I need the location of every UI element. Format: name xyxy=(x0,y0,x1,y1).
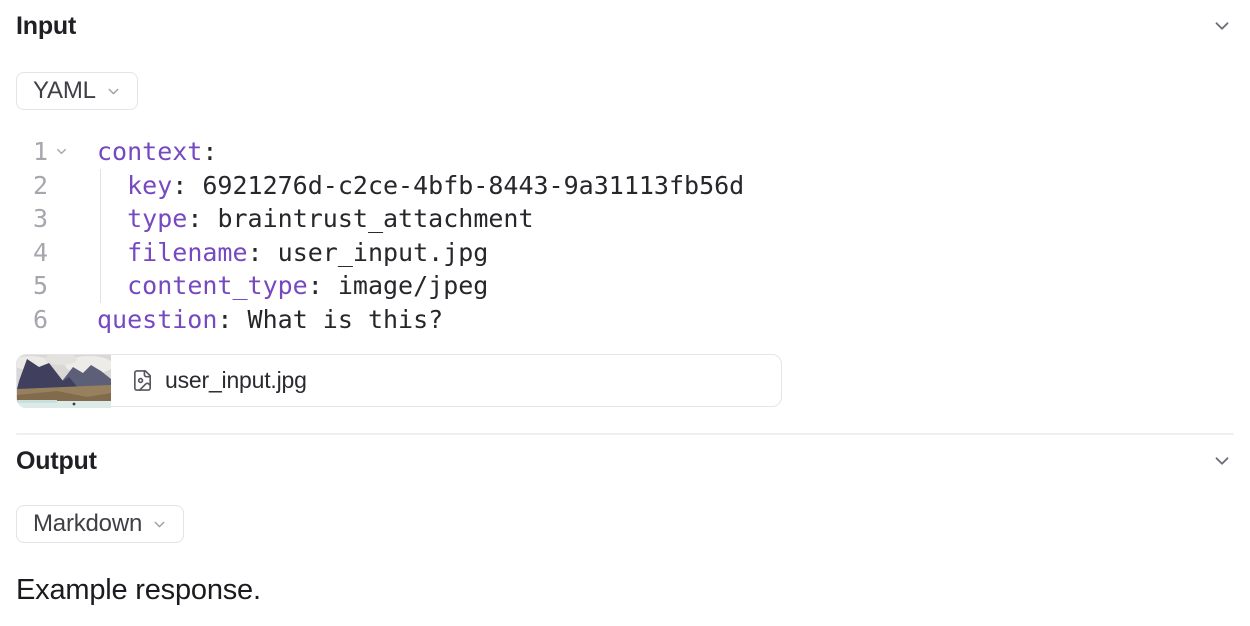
output-format-label: Markdown xyxy=(33,510,143,537)
yaml-code-viewer[interactable]: 1 context: 2 key: 6921276d-c2ce-4bfb-844… xyxy=(16,135,1234,336)
yaml-value: user_input.jpg xyxy=(262,237,489,267)
line-number: 1 xyxy=(32,137,48,166)
code-text: type: braintrust_attachment xyxy=(127,204,534,233)
chevron-down-icon xyxy=(151,516,168,533)
output-response-text: Example response. xyxy=(16,574,261,606)
code-text: filename: user_input.jpg xyxy=(127,237,489,267)
input-collapse-chevron-down-icon[interactable] xyxy=(1210,14,1234,38)
attachment-thumbnail xyxy=(17,355,111,408)
input-section: Input YAML 1 context: 2 xyxy=(16,12,1234,408)
file-image-icon xyxy=(131,369,154,392)
chevron-down-icon xyxy=(105,83,122,100)
code-line: 2 key: 6921276d-c2ce-4bfb-8443-9a31113fb… xyxy=(16,169,1234,203)
output-collapse-chevron-down-icon[interactable] xyxy=(1210,449,1234,473)
code-line: 6 question: What is this? xyxy=(16,303,1234,337)
code-line: 4 filename: user_input.jpg xyxy=(16,236,1234,270)
yaml-value: 6921276d-c2ce-4bfb-8443-9a31113fb56d xyxy=(187,170,745,200)
code-text: question: What is this? xyxy=(97,304,444,334)
attachment-row[interactable]: user_input.jpg xyxy=(16,354,782,408)
attachment-filename: user_input.jpg xyxy=(165,367,307,393)
yaml-value: braintrust_attachment xyxy=(202,204,534,233)
yaml-key: key xyxy=(127,170,173,200)
code-line: 5 content_type: image/jpeg xyxy=(16,269,1234,303)
code-text: key: 6921276d-c2ce-4bfb-8443-9a31113fb56… xyxy=(127,170,745,200)
line-number: 2 xyxy=(32,170,48,200)
line-number: 3 xyxy=(32,204,48,233)
code-line: 3 type: braintrust_attachment xyxy=(16,202,1234,236)
line-number: 5 xyxy=(32,271,48,300)
yaml-value: image/jpeg xyxy=(322,271,489,300)
yaml-key: content_type xyxy=(127,271,308,300)
code-text: context: xyxy=(97,137,218,166)
yaml-value: What is this? xyxy=(232,304,444,334)
fold-chevron-down-icon[interactable] xyxy=(48,135,74,169)
output-section-title: Output xyxy=(16,446,97,475)
yaml-key: context xyxy=(97,137,203,166)
code-text: content_type: image/jpeg xyxy=(127,271,489,300)
yaml-key: type xyxy=(127,204,188,233)
output-section: Output Markdown Example response. xyxy=(16,447,1234,607)
input-format-dropdown[interactable]: YAML xyxy=(16,72,138,110)
line-number: 4 xyxy=(32,237,48,267)
code-line: 1 context: xyxy=(16,135,1234,169)
line-number: 6 xyxy=(32,304,48,334)
output-section-header: Output xyxy=(16,447,1234,475)
output-format-dropdown[interactable]: Markdown xyxy=(16,505,185,543)
yaml-key: question xyxy=(97,304,218,334)
input-section-title: Input xyxy=(16,11,77,40)
indent-guide xyxy=(100,168,101,303)
input-section-header: Input xyxy=(16,12,1234,40)
section-divider xyxy=(16,433,1234,435)
yaml-key: filename xyxy=(127,237,248,267)
input-format-label: YAML xyxy=(33,77,96,104)
